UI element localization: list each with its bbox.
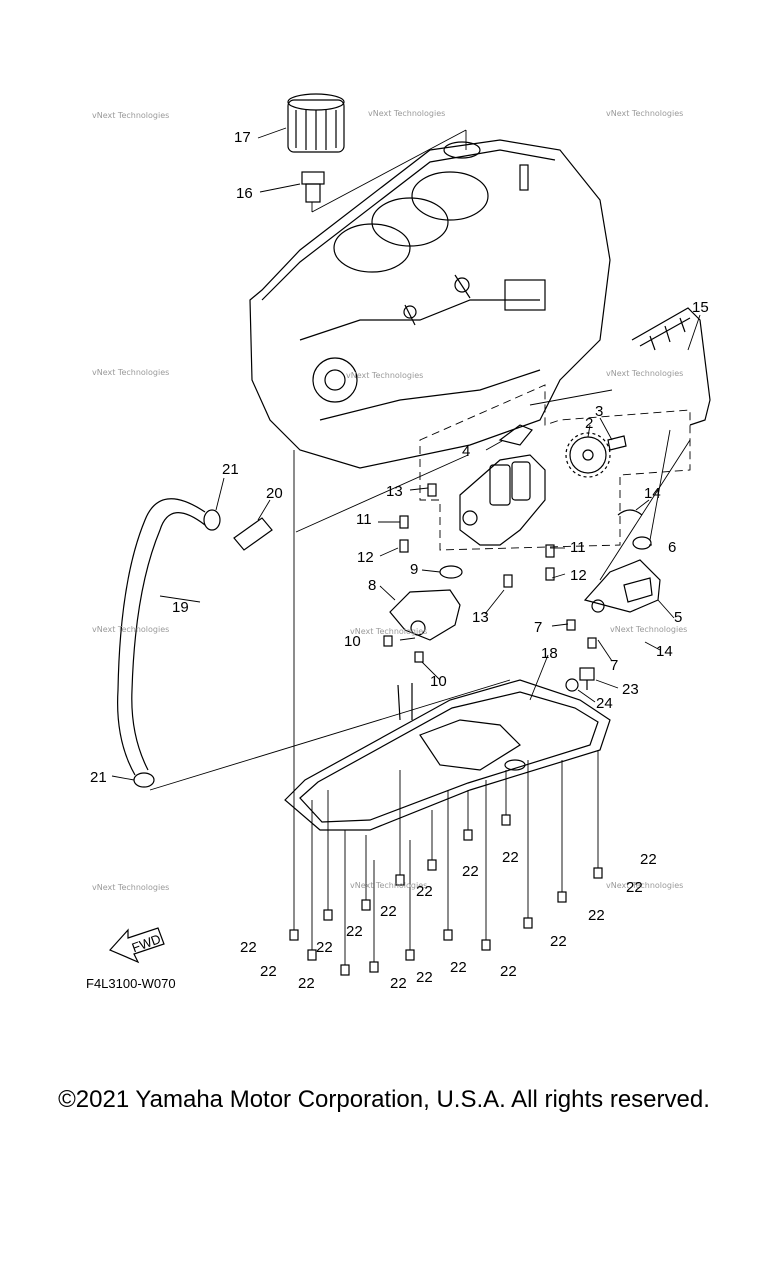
oil-pipe — [397, 683, 413, 721]
drawing-code: F4L3100-W070 — [86, 976, 176, 991]
hose-clamp-top — [203, 509, 221, 531]
callout-22: 22 — [416, 883, 433, 900]
callouts: 17 16 15 2 3 4 13 21 20 14 11 12 9 6 11 … — [90, 129, 709, 992]
svg-text:vNext Technologies: vNext Technologies — [350, 881, 427, 890]
svg-text:vNext Technologies: vNext Technologies — [92, 883, 169, 892]
callout-24: 24 — [596, 695, 613, 712]
callout-8: 8 — [368, 577, 376, 594]
svg-text:vNext Technologies: vNext Technologies — [610, 625, 687, 634]
oil-strainer-8 — [389, 589, 461, 641]
oil-filter — [287, 93, 345, 153]
svg-text:vNext Technologies: vNext Technologies — [606, 881, 683, 890]
seal-14 — [617, 509, 643, 516]
assembly-box — [419, 384, 691, 551]
callout-22: 22 — [550, 933, 567, 950]
callout-23: 23 — [622, 681, 639, 698]
svg-text:vNext Technologies: vNext Technologies — [606, 109, 683, 118]
callout-3: 3 — [595, 403, 603, 420]
copyright-notice: ©2021 Yamaha Motor Corporation, U.S.A. A… — [58, 1086, 710, 1113]
o-ring-9 — [439, 565, 463, 579]
callout-6: 6 — [668, 539, 676, 556]
drain-plug — [579, 667, 595, 690]
callout-10b: 10 — [430, 673, 447, 690]
callout-22: 22 — [462, 863, 479, 880]
callout-13: 13 — [386, 483, 403, 500]
union-bolt — [301, 171, 325, 203]
callout-21b: 21 — [90, 769, 107, 786]
breather — [233, 517, 273, 551]
callout-22: 22 — [390, 975, 407, 992]
callout-22: 22 — [316, 939, 333, 956]
fwd-label: FWD — [130, 931, 163, 955]
callout-22: 22 — [626, 879, 643, 896]
callout-14b: 14 — [656, 643, 673, 660]
callout-12: 12 — [357, 549, 374, 566]
drive-chain — [631, 307, 711, 426]
callout-19: 19 — [172, 599, 189, 616]
svg-text:vNext Technologies: vNext Technologies — [92, 625, 169, 634]
svg-text:vNext Technologies: vNext Technologies — [368, 109, 445, 118]
callout-9: 9 — [410, 561, 418, 578]
oil-pan — [284, 679, 611, 831]
oil-strainer — [583, 559, 661, 613]
callout-22: 22 — [450, 959, 467, 976]
callout-22: 22 — [588, 907, 605, 924]
callout-13b: 13 — [472, 609, 489, 626]
callout-10: 10 — [344, 633, 361, 650]
callout-2: 2 — [585, 415, 593, 432]
callout-11b: 11 — [570, 539, 586, 556]
callout-21: 21 — [222, 461, 239, 478]
oil-pump — [459, 454, 546, 546]
o-ring-6 — [632, 536, 652, 550]
gasket-washer — [565, 678, 579, 692]
callout-22: 22 — [500, 963, 517, 980]
svg-text:vNext Technologies: vNext Technologies — [92, 368, 169, 377]
callout-14: 14 — [644, 485, 661, 502]
watermarks: vNext Technologies vNext Technologies vN… — [92, 109, 687, 892]
bolts-22 — [289, 483, 603, 976]
callout-11: 11 — [356, 511, 372, 528]
gasket — [498, 424, 533, 446]
callout-22: 22 — [380, 903, 397, 920]
cylinder-block — [249, 139, 611, 469]
parts-diagram: FWD vNext Technologies vNext Technologie… — [86, 93, 711, 992]
leader-lines — [111, 127, 701, 965]
sprocket — [565, 432, 611, 478]
hose — [117, 498, 206, 776]
callout-22: 22 — [502, 849, 519, 866]
callout-20: 20 — [266, 485, 283, 502]
hose-clamp-bottom — [133, 772, 155, 788]
svg-text:vNext Technologies: vNext Technologies — [92, 111, 169, 120]
callout-7: 7 — [534, 619, 542, 636]
bolt-3 — [607, 435, 627, 451]
callout-18: 18 — [541, 645, 558, 662]
callout-22: 22 — [346, 923, 363, 940]
callout-22: 22 — [240, 939, 257, 956]
callout-22: 22 — [416, 969, 433, 986]
svg-text:vNext Technologies: vNext Technologies — [350, 627, 427, 636]
callout-22: 22 — [640, 851, 657, 868]
callout-15: 15 — [692, 299, 709, 316]
callout-5: 5 — [674, 609, 682, 626]
callout-7b: 7 — [610, 657, 618, 674]
callout-16: 16 — [236, 185, 253, 202]
callout-12b: 12 — [570, 567, 587, 584]
callout-17: 17 — [234, 129, 251, 146]
callout-22: 22 — [298, 975, 315, 992]
svg-text:vNext Technologies: vNext Technologies — [606, 369, 683, 378]
callout-4: 4 — [462, 443, 470, 460]
svg-text:vNext Technologies: vNext Technologies — [346, 371, 423, 380]
callout-22: 22 — [260, 963, 277, 980]
fwd-arrow-icon — [108, 927, 165, 964]
